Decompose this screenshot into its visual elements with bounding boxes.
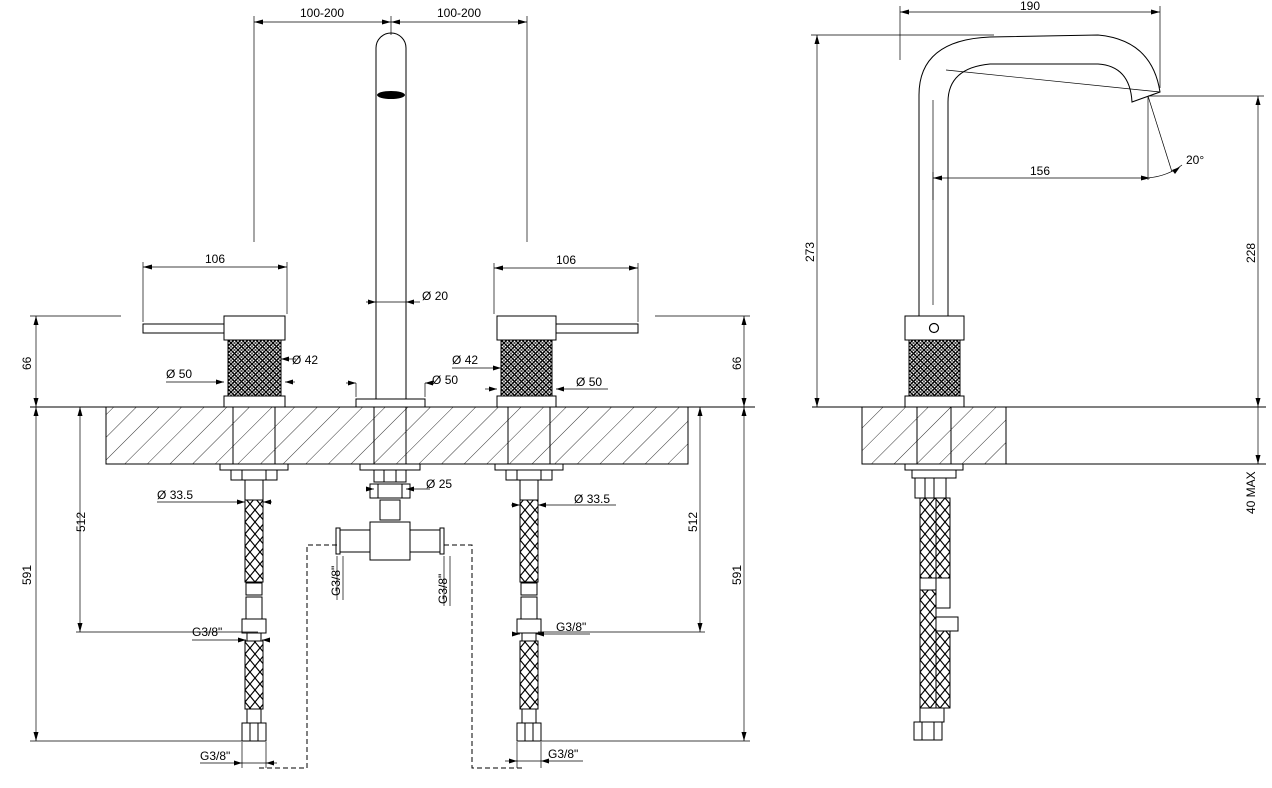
right-body-dia: Ø 42 xyxy=(452,353,478,367)
right-spacing-label: 100-200 xyxy=(437,6,481,20)
left-handle-width: 106 xyxy=(205,252,225,266)
right-total-height: 591 xyxy=(730,565,744,585)
side-counter-section xyxy=(861,406,1007,465)
spout-angle-label: 20° xyxy=(1186,153,1204,167)
left-hose-height: 512 xyxy=(74,512,88,532)
right-base-dia: Ø 50 xyxy=(576,375,602,389)
right-valve xyxy=(494,315,639,742)
spout-base-dia-label: Ø 50 xyxy=(432,373,458,387)
side-total-height: 273 xyxy=(803,242,817,262)
counter-section xyxy=(105,406,689,465)
side-outlet-height: 228 xyxy=(1244,243,1258,263)
dashed-hose-right xyxy=(444,544,525,769)
tee-left-thread: G3/8" xyxy=(329,566,343,596)
side-handle-pivot-icon xyxy=(928,322,940,334)
spout-connector-label: Ø 25 xyxy=(426,477,452,491)
right-connector-dia: Ø 33.5 xyxy=(574,492,610,506)
spout-dia-label: Ø 20 xyxy=(422,289,448,303)
left-height-66: 66 xyxy=(20,356,34,370)
left-body-dia: Ø 42 xyxy=(292,353,318,367)
left-valve xyxy=(142,315,289,742)
right-thread-lower: G3/8" xyxy=(548,747,578,761)
left-connector-dia: Ø 33.5 xyxy=(157,488,193,502)
left-total-height: 591 xyxy=(20,565,34,585)
tee-right-thread: G3/8" xyxy=(436,574,450,604)
right-handle-width: 106 xyxy=(556,253,576,267)
left-spacing-label: 100-200 xyxy=(300,6,344,20)
left-base-dia: Ø 50 xyxy=(166,367,192,381)
deck-max-label: 40 MAX xyxy=(1244,471,1258,514)
right-height-66: 66 xyxy=(730,356,744,370)
spout-body xyxy=(375,32,407,399)
left-thread-lower: G3/8" xyxy=(200,749,230,763)
side-projection-label: 156 xyxy=(1030,164,1050,178)
left-thread-upper: G3/8" xyxy=(192,625,222,639)
aerator-icon xyxy=(377,91,405,99)
side-reach-label: 190 xyxy=(1020,0,1040,13)
spout-base xyxy=(355,398,426,408)
side-spout xyxy=(904,34,1161,741)
dashed-hose-left xyxy=(258,544,337,769)
right-hose-height: 512 xyxy=(686,512,700,532)
right-thread-upper: G3/8" xyxy=(556,620,586,634)
